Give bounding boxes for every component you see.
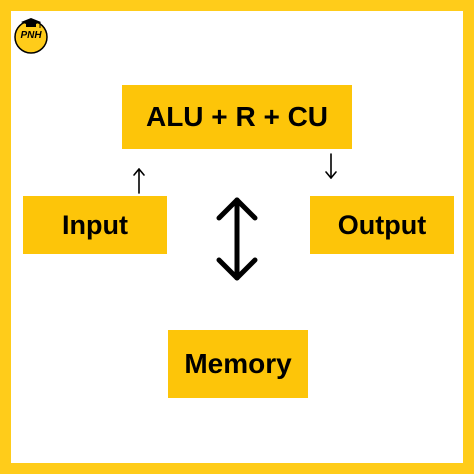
input-label: Input	[62, 209, 128, 240]
output-box: Output	[310, 196, 454, 254]
input-box: Input	[23, 196, 167, 254]
logo-badge	[14, 18, 48, 54]
cpu-label: ALU + R + CU	[145, 101, 329, 132]
output-label: Output	[337, 209, 427, 240]
logo-text: PNH	[20, 30, 42, 41]
cpu-box: ALU + R + CU	[122, 85, 352, 149]
graduation-cap-icon	[21, 18, 41, 28]
memory-box: Memory	[168, 330, 308, 398]
logo: PNH	[10, 16, 52, 54]
memory-label: Memory	[184, 348, 292, 379]
